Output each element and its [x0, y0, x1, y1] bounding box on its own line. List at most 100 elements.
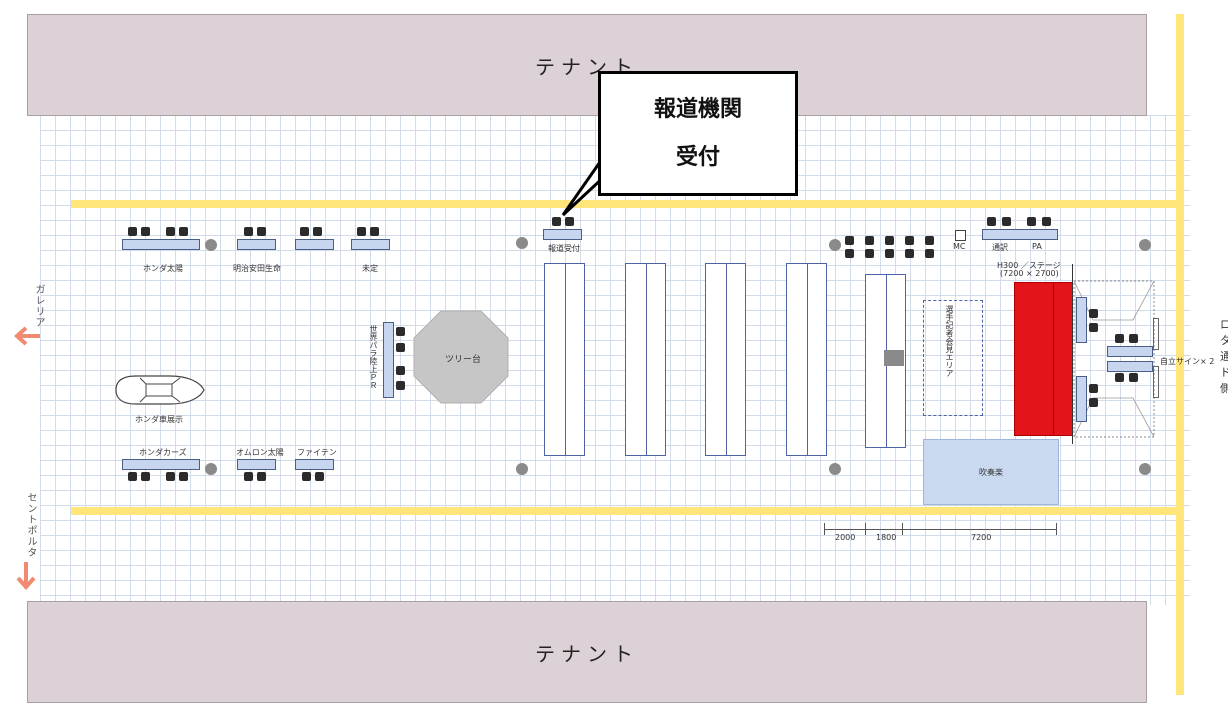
chair	[925, 249, 934, 258]
chair	[128, 472, 137, 481]
chair	[257, 472, 266, 481]
dimension-7200: 7200	[971, 533, 992, 542]
label-sign: 自立サイン× 2	[1160, 357, 1215, 366]
chair	[552, 217, 561, 226]
walkway-bottom-line	[71, 507, 1181, 515]
label-undecided: 未定	[362, 264, 378, 273]
pillar	[1139, 239, 1151, 251]
desk-tsuyaku-pa	[982, 229, 1058, 240]
chair	[865, 249, 874, 258]
right-edge-char: ロ	[1220, 318, 1228, 331]
tree-stand	[413, 310, 509, 404]
label-tsuyaku: 通訳	[992, 243, 1008, 252]
chair	[1115, 373, 1124, 382]
desk	[1076, 376, 1087, 422]
chair	[845, 249, 854, 258]
right-edge-char: 通	[1220, 350, 1228, 363]
pillar	[829, 239, 841, 251]
label-pa: PA	[1032, 242, 1042, 251]
seating-block	[544, 263, 585, 456]
label-stage-size: (7200 × 2700)	[1000, 269, 1059, 278]
chair	[396, 381, 405, 390]
label-stage: H300 ／ステージ	[997, 261, 1061, 270]
chair	[141, 227, 150, 236]
walkway-top-line	[71, 200, 1181, 208]
chair	[357, 227, 366, 236]
chair	[396, 327, 405, 336]
press-callout: 報道機関 受付	[598, 71, 798, 196]
stage-divider	[1053, 282, 1054, 434]
chair	[1027, 217, 1036, 226]
chair	[1089, 384, 1098, 393]
chair	[370, 227, 379, 236]
chair	[905, 236, 914, 245]
galleria-label: ガレリア	[33, 284, 44, 328]
pillar	[1139, 463, 1151, 475]
chair	[1002, 217, 1011, 226]
chair	[300, 227, 309, 236]
desk-honda-solar	[122, 239, 200, 250]
pillar	[205, 463, 217, 475]
desk-phiten	[295, 459, 334, 470]
dimension-line	[824, 529, 1056, 530]
right-edge-char: 側	[1220, 382, 1228, 395]
stage	[1014, 282, 1073, 436]
chair	[179, 227, 188, 236]
chair	[1129, 334, 1138, 343]
chair	[396, 343, 405, 352]
seating-block	[705, 263, 746, 456]
seating-block	[786, 263, 827, 456]
chair	[1129, 373, 1138, 382]
callout-line2: 受付	[675, 144, 720, 170]
label-omron: オムロン太陽	[236, 448, 284, 457]
tenant-bottom-label: テナント	[535, 641, 639, 666]
sentporta-label: セントポルタ	[25, 492, 36, 558]
chair	[565, 217, 574, 226]
stage-backdrop	[1072, 264, 1073, 444]
dimension-1800: 1800	[876, 533, 897, 542]
label-press-reception: 報道受付	[548, 244, 580, 253]
label-tree: ツリー台	[445, 355, 482, 365]
chair	[315, 472, 324, 481]
floor-grid	[40, 115, 1190, 605]
right-edge-char: ド	[1220, 366, 1228, 379]
chair	[396, 366, 405, 375]
dimension-tick	[902, 523, 903, 535]
chair	[845, 236, 854, 245]
right-edge-char: タ	[1220, 334, 1228, 347]
brass-band-area: 吹奏楽	[923, 439, 1059, 505]
pillar	[516, 463, 528, 475]
desk	[295, 239, 334, 250]
label-meiji: 明治安田生命	[233, 264, 281, 273]
car-icon	[115, 375, 205, 405]
chair	[1089, 309, 1098, 318]
sign-stand	[1153, 318, 1159, 350]
press-conference-area	[923, 300, 983, 416]
dimension-tick	[824, 523, 825, 535]
desk-omron	[237, 459, 276, 470]
desk-sekai-para	[383, 322, 394, 398]
chair	[166, 472, 175, 481]
label-honda-cars: ホンダカーズ	[139, 448, 187, 457]
chair	[179, 472, 188, 481]
callout-line1: 報道機関	[653, 96, 742, 122]
desk	[1107, 346, 1153, 357]
desk-meiji	[237, 239, 276, 250]
chair	[244, 472, 253, 481]
dimension-tick	[865, 523, 866, 535]
label-phiten: ファイテン	[297, 448, 337, 457]
label-sekai-para: 世界パラ陸上ＰＲ	[369, 325, 378, 389]
desk	[1107, 361, 1153, 372]
chair	[313, 227, 322, 236]
chair	[925, 236, 934, 245]
chair	[865, 236, 874, 245]
desk-honda-cars	[122, 459, 200, 470]
label-honda-car: ホンダ車展示	[135, 415, 183, 424]
chair	[302, 472, 311, 481]
chair	[987, 217, 996, 226]
desk-press-reception	[543, 229, 582, 240]
sign-stand	[1153, 366, 1159, 398]
left-arrow-icon	[13, 326, 40, 346]
label-press-area: 選手記者会見エリア	[945, 305, 954, 377]
pillar	[516, 237, 528, 249]
